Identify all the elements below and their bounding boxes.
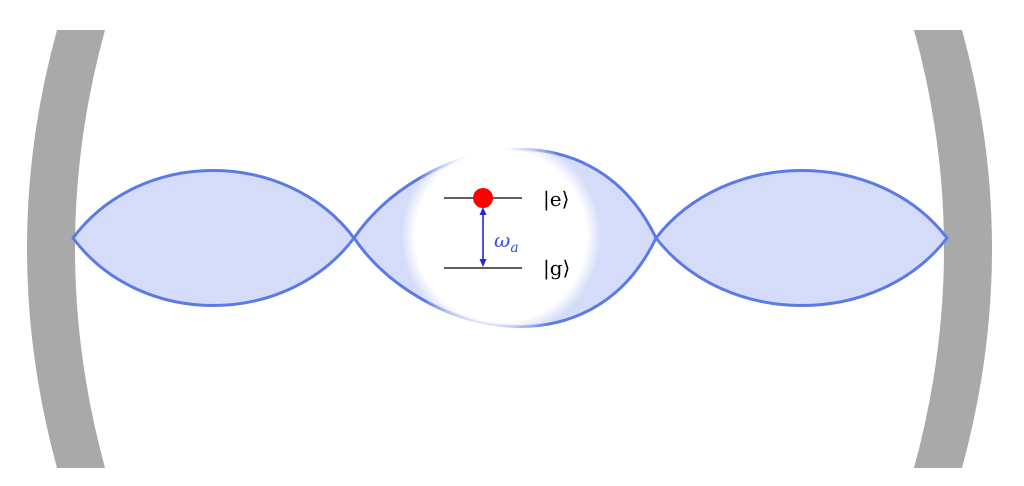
right-mirror — [914, 30, 992, 468]
atom-region — [401, 136, 601, 336]
atom — [473, 188, 493, 208]
left-mirror — [27, 30, 105, 468]
mode-lobe-left — [71, 169, 356, 307]
excited-state-label: |e⟩ — [543, 187, 569, 212]
transition-frequency-label: ωa — [494, 228, 519, 256]
ground-state-label: |g⟩ — [543, 256, 570, 281]
mode-lobe-right — [654, 169, 949, 307]
omega-symbol: ω — [494, 228, 510, 252]
omega-subscript: a — [510, 240, 518, 256]
